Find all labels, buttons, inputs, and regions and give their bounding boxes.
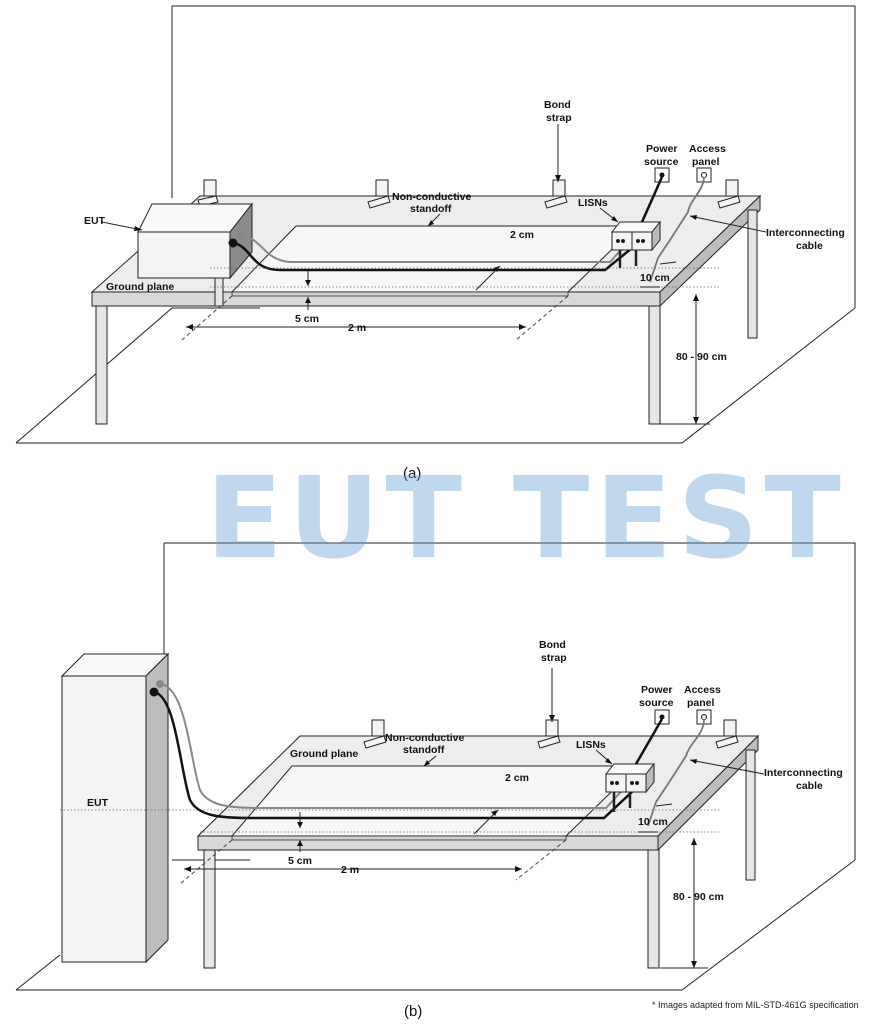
eut-cable-grey — [239, 235, 629, 263]
dim-5cm-label-a: 5 cm — [295, 313, 319, 325]
bond-strap-label-b-2: strap — [541, 652, 567, 664]
eut-connector-grey — [156, 680, 164, 688]
standoff-label-b-2: standoff — [403, 744, 445, 756]
non-conductive-standoff — [230, 225, 638, 293]
bond-strap-label-a-1: Bond — [544, 99, 571, 111]
dim-2m-label-b: 2 m — [341, 864, 359, 876]
bond-straps — [197, 179, 741, 209]
interconnecting-cable — [649, 176, 705, 283]
lisns — [604, 762, 656, 812]
power-cable — [634, 718, 664, 765]
dim-10cm-label-a: 10 cm — [640, 272, 670, 284]
standoff-front-edge — [231, 835, 567, 841]
dim-2cm-arrow — [493, 266, 500, 272]
dim-10cm-label-b: 10 cm — [638, 816, 668, 828]
table-leg-front-left — [203, 849, 216, 969]
dim-2cm-label-a: 2 cm — [510, 229, 534, 241]
watermark: EUT TEST — [206, 454, 847, 584]
dim-height-label-b: 80 - 90 cm — [673, 891, 724, 903]
power-source-label-b-1: Power — [641, 684, 673, 696]
cable-leader — [689, 215, 767, 233]
power-source-label-a-2: source — [644, 156, 679, 168]
footnote: * Images adapted from MIL-STD-461G speci… — [652, 1000, 859, 1010]
diagram-b: EUT Ground plane Bond strap Non-conducti… — [15, 542, 856, 1020]
cable-label-a-1: Interconnecting — [766, 227, 845, 239]
bond-strap-label-b-1: Bond — [539, 639, 566, 651]
cable-label-a-2: cable — [796, 240, 823, 252]
ground-plane-label-a: Ground plane — [106, 281, 174, 293]
back-wall — [171, 5, 856, 308]
bond-straps — [363, 719, 739, 749]
eut-tower — [60, 652, 170, 964]
power-source-label-b-2: source — [639, 697, 674, 709]
lisns-label-b: LISNs — [576, 739, 606, 751]
table-leg-back-right — [747, 209, 758, 339]
eut-connector-grey — [236, 232, 244, 240]
eut-box — [137, 202, 254, 280]
eut-cable-grey — [159, 683, 629, 809]
eut-connector-black — [228, 238, 238, 248]
standoff-front-edge — [231, 291, 569, 297]
dim-5cm-label-b: 5 cm — [288, 855, 312, 867]
table-side-edge — [657, 734, 759, 852]
cable-leader — [689, 759, 765, 775]
cable-label-b-1: Interconnecting — [764, 767, 843, 779]
access-panel-port — [701, 172, 707, 178]
dim-2cm-label-b: 2 cm — [505, 772, 529, 784]
dim-10cm-guide — [210, 267, 720, 288]
table-leg-front-right — [648, 305, 661, 425]
eut-cable-black — [153, 690, 635, 820]
diagram-a: EUT Ground plane Bond strap Non-conducti… — [15, 5, 856, 482]
power-cable — [640, 176, 664, 223]
caption-a: (a) — [403, 465, 421, 482]
dim-10cm-arrow — [638, 803, 673, 833]
table-leg-back-right — [745, 749, 756, 881]
access-panel-port — [701, 714, 707, 720]
eut-connector-black — [149, 687, 159, 697]
interconnecting-cable — [647, 718, 705, 827]
standoff-label-a-2: standoff — [410, 203, 452, 215]
dim-height-label-a: 80 - 90 cm — [676, 351, 727, 363]
table-leg-front-left — [95, 305, 108, 425]
table-leg-front-right — [647, 849, 660, 969]
floor — [15, 307, 856, 444]
dim-10cm-guide — [60, 809, 720, 833]
access-panel-label-a-2: panel — [692, 156, 720, 168]
power-source-label-a-1: Power — [646, 143, 678, 155]
eut-label-b: EUT — [87, 797, 109, 809]
bond-strap-label-a-2: strap — [546, 112, 572, 124]
back-wall — [163, 542, 856, 860]
power-source-plug — [659, 172, 665, 178]
access-panel-label-a-1: Access — [689, 143, 726, 155]
cable-label-b-2: cable — [796, 780, 823, 792]
dim-2m-label-a: 2 m — [348, 322, 366, 334]
dim-height-line — [660, 838, 708, 969]
eut-label-a: EUT — [84, 215, 106, 227]
dim-2m-guide — [179, 839, 567, 885]
eut-cable-black — [232, 241, 633, 272]
ground-plane-label-b: Ground plane — [290, 748, 358, 760]
access-panel-label-b-1: Access — [684, 684, 721, 696]
table-side-edge — [659, 194, 761, 308]
standoff-label-a-1: Non-conductive — [392, 191, 471, 203]
access-panel-label-b-2: panel — [687, 697, 715, 709]
non-conductive-standoff — [230, 765, 640, 837]
lisns-label-a: LISNs — [578, 197, 608, 209]
dim-10cm-arrow — [640, 261, 677, 288]
standoff-label-b-1: Non-conductive — [385, 732, 464, 744]
dim-height-line — [660, 294, 710, 425]
lisns — [610, 220, 662, 268]
dim-2m-guide — [181, 295, 569, 341]
power-source-plug — [659, 714, 665, 720]
caption-b: (b) — [404, 1003, 422, 1020]
